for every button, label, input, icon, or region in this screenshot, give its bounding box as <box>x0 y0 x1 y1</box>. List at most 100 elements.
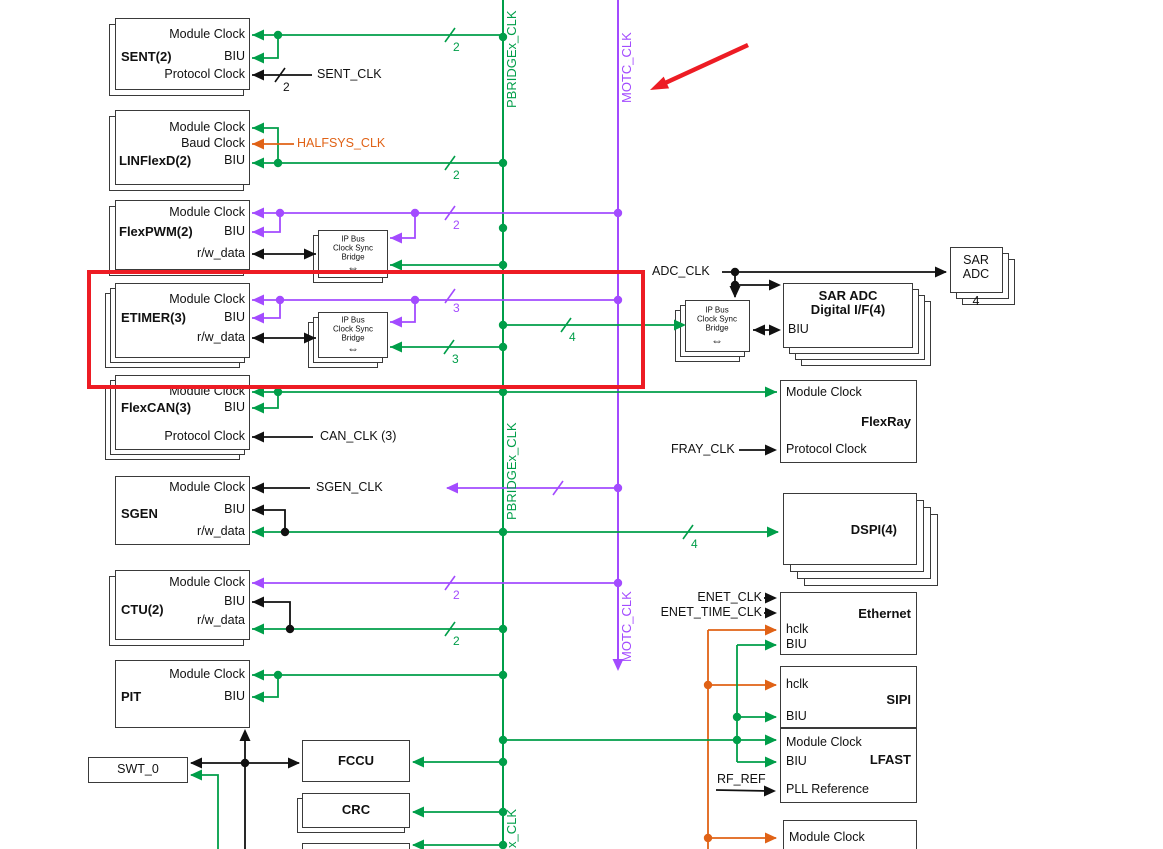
bus-width-count: 2 <box>453 218 460 232</box>
bus-width-count: 4 <box>691 537 698 551</box>
module-box-pit <box>115 660 250 728</box>
junction-dot <box>703 680 713 690</box>
arrowhead <box>252 29 264 41</box>
module-box-fccu <box>302 740 410 782</box>
junction-dot <box>613 295 623 305</box>
ip-bus-clock-sync-bridge-2-label: IP Bus <box>341 315 365 325</box>
arrowhead <box>252 504 264 516</box>
module-box-lfast-label: PLL Reference <box>786 782 869 797</box>
junction-dot <box>498 807 508 817</box>
arrowhead <box>390 259 402 271</box>
module-box-flexpwm <box>115 200 250 270</box>
module-box-sar-adc-digital-if-label: SAR ADC <box>818 287 878 303</box>
clock-signal-label: 4 <box>972 294 980 309</box>
bus-width-slash <box>444 205 456 221</box>
module-box-lfast-label: LFAST <box>869 751 911 767</box>
arrowhead <box>252 431 264 443</box>
arrowhead <box>252 577 264 589</box>
clock-bus-label-vertical: x_CLK <box>504 809 519 848</box>
module-box-flexcan-label: FlexCAN(3) <box>121 399 192 415</box>
module-box-sar-adc-digital-if-label: BIU <box>788 322 809 337</box>
module-box-pit-label: BIU <box>224 689 245 704</box>
junction-dot <box>498 223 508 233</box>
junction-dot <box>498 757 508 767</box>
arrowhead <box>765 444 777 456</box>
module-box-etimer-label: ETIMER(3) <box>121 309 186 325</box>
arrowhead <box>252 226 264 238</box>
ip-bus-clock-sync-bridge-3-label: ⇔ <box>711 333 723 348</box>
arrowhead <box>252 312 264 324</box>
junction-dot <box>498 624 508 634</box>
bus-width-slash <box>552 480 564 496</box>
junction-dot <box>730 267 740 277</box>
module-box-crc-label: CRC <box>341 801 371 817</box>
module-box-swt0 <box>88 757 188 783</box>
connector-line <box>252 127 279 163</box>
arrowhead <box>765 832 777 844</box>
arrowhead <box>190 769 202 781</box>
junction-dot <box>498 260 508 270</box>
module-box-sent <box>115 18 250 90</box>
junction-dot <box>273 158 283 168</box>
arrowhead <box>288 757 300 769</box>
module-box-ethernet-label: hclk <box>786 622 809 637</box>
junction-dot <box>730 280 740 290</box>
bus-width-slash <box>444 575 456 591</box>
arrowhead <box>765 711 777 723</box>
module-box-sent-label: Module Clock <box>169 27 245 42</box>
junction-dot <box>613 208 623 218</box>
module-box-flexray <box>780 380 917 463</box>
arrowhead <box>252 157 264 169</box>
clock-signal-label: FRAY_CLK <box>671 442 735 457</box>
arrowhead <box>252 138 264 150</box>
arrowhead <box>765 756 777 768</box>
junction-dot <box>285 624 295 634</box>
module-box-flexray-label: FlexRay <box>861 413 911 429</box>
junction-dot <box>498 320 508 330</box>
arrowhead <box>252 207 264 219</box>
arrowhead <box>767 526 779 538</box>
module-box-bottom-left-partial <box>302 843 410 849</box>
junction-dot <box>498 342 508 352</box>
module-box-pit-label: Module Clock <box>169 667 245 682</box>
module-box-etimer-label: r/w_data <box>197 330 245 345</box>
module-box-sent-label: Protocol Clock <box>164 67 245 82</box>
module-box-fccu-label: FCCU <box>337 752 375 768</box>
junction-dot <box>240 758 250 768</box>
arrowhead <box>252 122 264 134</box>
junction-dot <box>410 208 420 218</box>
module-box-flexpwm-label: Module Clock <box>169 205 245 220</box>
module-box-linflexd-label: BIU <box>224 153 245 168</box>
arrowhead <box>412 806 424 818</box>
junction-dot <box>732 712 742 722</box>
junction-dot <box>498 840 508 849</box>
arrowhead <box>252 623 264 635</box>
bus-width-count: 4 <box>569 330 576 344</box>
connector-line <box>252 392 279 409</box>
module-box-bottom-right-partial-label: Module Clock <box>789 830 865 845</box>
arrowhead <box>190 757 202 769</box>
arrowhead <box>252 526 264 538</box>
arrowhead <box>935 266 947 278</box>
arrowhead <box>769 324 781 336</box>
ip-bus-clock-sync-bridge-1-label: ⇔ <box>347 260 359 275</box>
module-box-sgen-label: r/w_data <box>197 524 245 539</box>
module-box-flexray-label: Protocol Clock <box>786 442 867 457</box>
module-box-sipi-label: SIPI <box>886 691 911 707</box>
arrowhead <box>765 734 777 746</box>
ip-bus-clock-sync-bridge-1-label: Clock Sync <box>332 243 374 253</box>
clock-signal-label: SGEN_CLK <box>316 480 383 495</box>
module-box-lfast-label: BIU <box>786 754 807 769</box>
module-box-ctu-label: BIU <box>224 594 245 609</box>
arrowhead <box>390 316 402 328</box>
clock-signal-label: ENET_TIME_CLK <box>660 605 762 620</box>
module-box-ethernet <box>780 592 917 655</box>
clock-bus-label-vertical: PBRIDGEx_CLK <box>504 422 519 520</box>
arrowhead <box>252 669 264 681</box>
junction-dot <box>498 158 508 168</box>
junction-dot <box>703 833 713 843</box>
junction-dot <box>498 670 508 680</box>
clock-signal-label: ADC_CLK <box>652 264 710 279</box>
module-box-ctu-label: Module Clock <box>169 575 245 590</box>
module-box-sgen-label: SGEN <box>121 505 158 521</box>
